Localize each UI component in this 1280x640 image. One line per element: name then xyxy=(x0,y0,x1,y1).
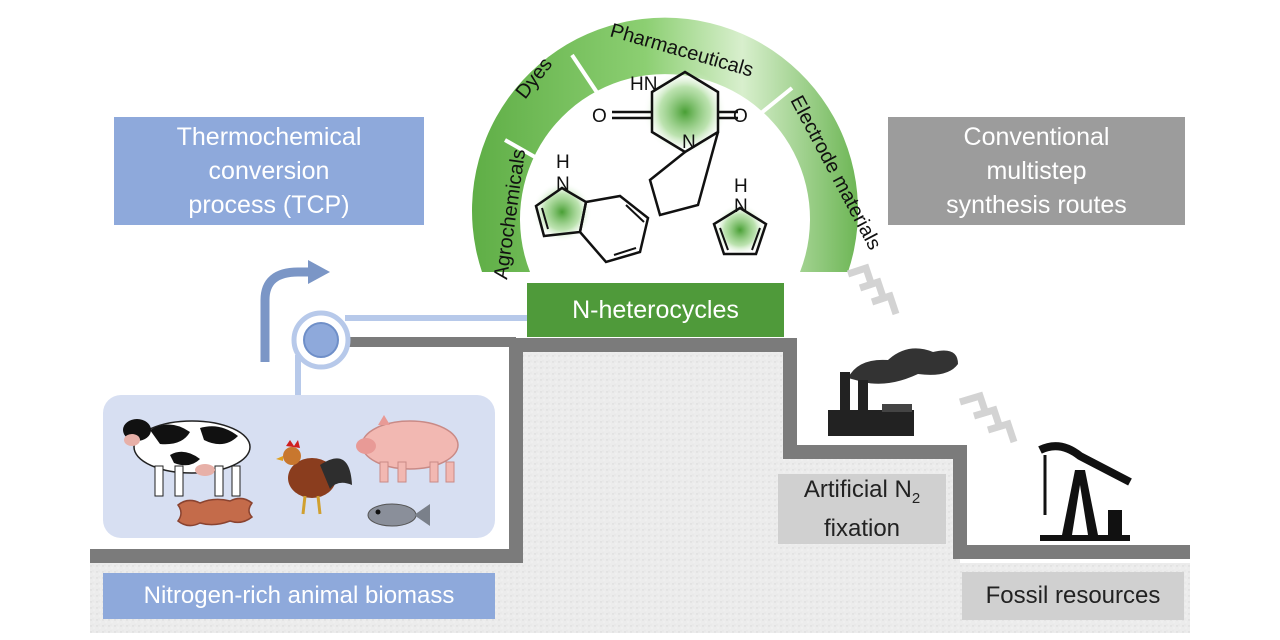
biomass-label: Nitrogen-rich animal biomass xyxy=(143,582,455,609)
dkp-hn-label: HN xyxy=(630,74,657,95)
tcp-line-1: Thermochemical xyxy=(176,123,362,151)
conventional-line-1: Conventional xyxy=(963,123,1110,151)
n2-fixation-box: Artificial N2 fixation xyxy=(778,474,946,544)
fish-icon xyxy=(367,503,430,527)
indole-molecule: H N xyxy=(532,152,650,264)
leather-hide-icon xyxy=(176,497,254,527)
arc-dividers xyxy=(504,53,794,167)
fixation-line-1: Artificial N2 xyxy=(803,475,921,507)
chevron-arrow-icon-lower xyxy=(958,391,1018,444)
biomass-label-box: Nitrogen-rich animal biomass xyxy=(103,573,495,619)
pyrrole-n-label: N xyxy=(734,196,748,217)
step-outline xyxy=(90,338,1190,563)
svg-text:H: H xyxy=(556,152,570,173)
diketopiperazine-molecule: HN N O O xyxy=(592,70,748,217)
dkp-n-label: N xyxy=(682,132,696,153)
pyrrole-molecule: H N xyxy=(712,176,768,256)
factory-icon xyxy=(828,348,958,436)
dkp-o-left-label: O xyxy=(592,106,607,127)
arrow-icon xyxy=(260,260,330,362)
conveyor-wheel xyxy=(291,310,351,370)
tcp-line-3: process (TCP) xyxy=(188,191,350,219)
indole-n-label: N xyxy=(556,174,570,195)
tcp-label-box: Thermochemical conversion process (TCP) xyxy=(114,117,424,225)
applications-arc xyxy=(471,17,858,272)
dkp-o-right-label: O xyxy=(733,106,748,127)
tcp-line-2: conversion xyxy=(208,157,330,185)
n-heterocycles-label: N-heterocycles xyxy=(572,295,739,324)
n-heterocycles-box: N-heterocycles xyxy=(527,283,784,337)
oil-pump-icon xyxy=(1038,442,1132,541)
chevron-arrow-icon xyxy=(846,263,900,316)
conventional-routes-box: Conventional multistep synthesis routes xyxy=(888,117,1185,225)
conventional-line-3: synthesis routes xyxy=(946,191,1127,219)
conventional-line-2: multistep xyxy=(986,157,1087,185)
fossil-resources-box: Fossil resources xyxy=(962,572,1184,620)
conveyor-lines xyxy=(295,315,530,395)
fossil-label: Fossil resources xyxy=(985,582,1161,609)
svg-text:H: H xyxy=(734,176,748,197)
fixation-line-2: fixation xyxy=(823,515,901,543)
cow-icon xyxy=(123,419,251,497)
rooster-icon xyxy=(276,440,352,515)
pig-icon xyxy=(356,415,459,483)
